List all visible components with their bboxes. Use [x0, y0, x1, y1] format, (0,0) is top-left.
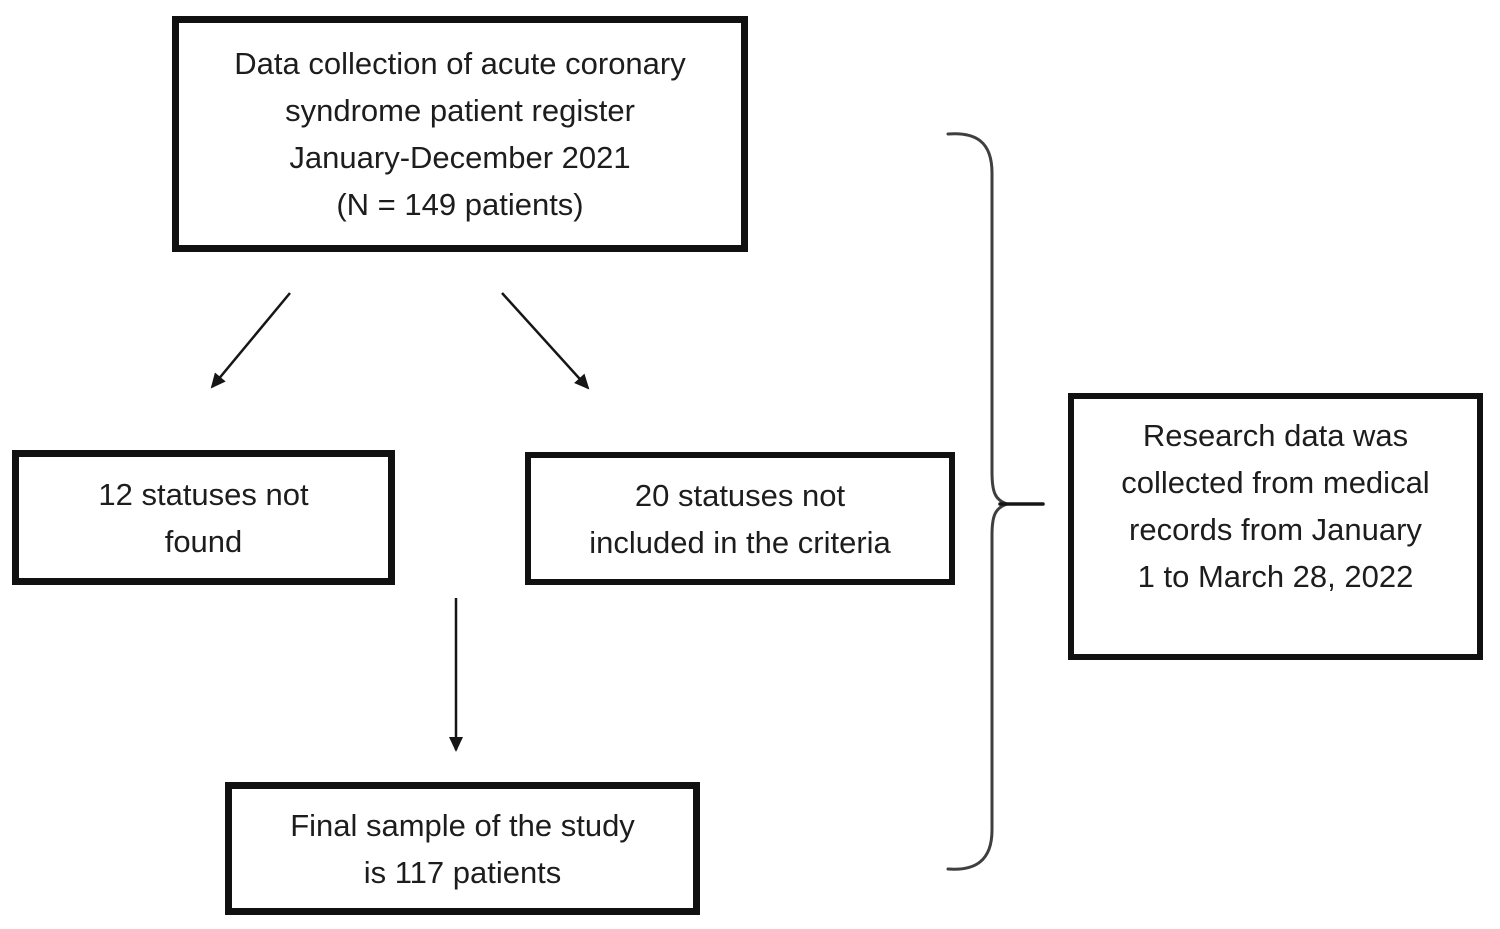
- node-text-line: collected from medical: [1121, 464, 1430, 500]
- node-text-line: 20 statuses not: [634, 477, 846, 513]
- node-text-line: records from January: [1129, 511, 1422, 547]
- node-text-line: Final sample of the study: [290, 807, 635, 843]
- node-text-line: (N = 149 patients): [336, 187, 584, 222]
- node-statuses-not-included: 20 statuses not included in the criteria: [525, 452, 955, 585]
- arrow-to-not-found: [210, 292, 291, 389]
- node-text-line: January-December 2021: [289, 140, 631, 175]
- node-text-line: Data collection of acute coronary: [234, 46, 686, 81]
- node-text-line: 1 to March 28, 2022: [1137, 558, 1414, 594]
- node-statuses-not-found: 12 statuses not found: [12, 450, 395, 585]
- node-data-collection: Data collection of acute coronary syndro…: [172, 16, 748, 252]
- node-text-line: 12 statuses not: [98, 476, 309, 512]
- node-text-line: Research data was: [1142, 417, 1409, 453]
- node-text-line: found: [164, 523, 243, 559]
- node-text-line: included in the criteria: [589, 524, 891, 560]
- node-text-line: syndrome patient register: [285, 93, 635, 128]
- arrow-to-not-included: [501, 292, 590, 390]
- node-research-data-note: Research data was collected from medical…: [1068, 393, 1483, 660]
- grouping-brace: [946, 132, 1012, 871]
- node-final-sample: Final sample of the study is 117 patient…: [225, 782, 700, 915]
- node-text-line: is 117 patients: [363, 854, 562, 890]
